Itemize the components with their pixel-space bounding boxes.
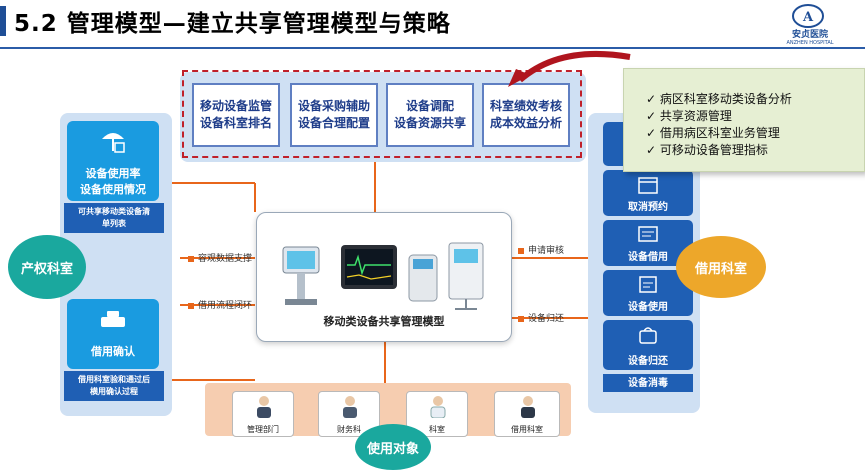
- person-card-management: 管理部门: [232, 391, 294, 437]
- logo-subtitle: ANZHEN HOSPITAL: [786, 40, 834, 46]
- connector-label-right1: 申请审核: [528, 246, 565, 256]
- callout-item: ✓ 共享资源管理: [646, 108, 792, 125]
- person-label: 科室: [429, 425, 445, 434]
- person-icon: [343, 396, 357, 418]
- shared-list-note: 可共享移动类设备清 单列表: [64, 203, 164, 233]
- equipment-use-label: 设备使用: [628, 302, 668, 313]
- person-label: 财务科: [337, 425, 361, 434]
- borrow-confirm-card: 借用确认: [67, 299, 159, 369]
- callout-item: ✓ 借用病区科室业务管理: [646, 125, 792, 142]
- confirm-process-note-line1: 借用科室验和通过后: [78, 375, 150, 384]
- person-label: 借用科室: [511, 425, 543, 434]
- nurse-icon: [521, 396, 535, 418]
- shared-list-note-line2: 单列表: [102, 219, 126, 228]
- shared-list-note-line1: 可共享移动类设备清: [78, 207, 150, 216]
- umbrella-icon: [102, 133, 125, 153]
- person-label: 管理部门: [247, 425, 279, 434]
- check-icon: ✓: [646, 143, 660, 157]
- usage-rate-card: 设备使用率 设备使用情况: [67, 121, 159, 201]
- center-model-box: 移动类设备共享管理模型: [256, 212, 512, 342]
- title-accent-bar: [0, 6, 6, 36]
- handshake-icon: [101, 311, 125, 327]
- clipboard-icon: [639, 276, 657, 293]
- users-circle: 使用对象: [355, 424, 431, 470]
- connector-marker-right1: [518, 248, 524, 254]
- confirm-process-note: 借用科室验和通过后 横用确认过程: [64, 371, 164, 401]
- page-title: 5.2 管理模型—建立共享管理模型与策略: [14, 11, 451, 37]
- callout-item-text: 病区科室移动类设备分析: [659, 92, 792, 106]
- usage-rate-line2: 设备使用情况: [80, 183, 146, 196]
- usage-rate-line1: 设备使用率: [85, 167, 141, 180]
- callout-item-text: 共享资源管理: [659, 109, 732, 123]
- equipment-borrow-label: 设备借用: [628, 252, 668, 263]
- property-dept-circle: 产权科室: [8, 235, 86, 299]
- center-model-label: 移动类设备共享管理模型: [323, 315, 445, 328]
- connector-label-left2: 借用流程闭环: [198, 301, 253, 311]
- callout-item-text: 借用病区科室业务管理: [659, 126, 780, 140]
- top-dashed-frame: [182, 70, 582, 158]
- check-icon: ✓: [646, 109, 660, 123]
- confirm-process-note-line2: 横用确认过程: [90, 387, 138, 396]
- connector-label-right2: 设备归还: [528, 314, 565, 324]
- doctor-icon: [430, 396, 446, 418]
- borrowing-dept-circle: 借用科室: [676, 236, 766, 298]
- connector-marker-right2: [518, 316, 524, 322]
- callout-list: ✓ 病区科室移动类设备分析 ✓ 共享资源管理 ✓ 借用病区科室业务管理 ✓ 可移…: [646, 91, 792, 159]
- connector-marker-left2: [188, 303, 194, 309]
- hospital-logo-icon: A: [790, 3, 826, 29]
- equipment-return-card: 设备归还: [603, 320, 693, 370]
- callout-item: ✓ 可移动设备管理指标: [646, 142, 792, 159]
- connector-label-left1: 容观数据支撑: [198, 254, 253, 264]
- cancel-reservation-card: 取消预约: [603, 170, 693, 216]
- cancel-reservation-label: 取消预约: [628, 202, 668, 213]
- top-box-2: 设备采购辅助 设备合理配置: [290, 83, 378, 147]
- return-box-icon: [639, 327, 657, 344]
- svg-text:A: A: [802, 10, 814, 25]
- person-icon: [257, 396, 271, 418]
- check-icon: ✓: [646, 126, 660, 140]
- borrow-confirm-label: 借用确认: [91, 345, 135, 358]
- person-card-borrowing-dept: 借用科室: [494, 391, 560, 437]
- connector-marker-left1: [188, 256, 194, 262]
- top-box-3-line2: 设备资源共享: [393, 116, 466, 130]
- top-box-3-line1: 设备调配: [405, 99, 454, 113]
- top-box-4-line1: 科室绩效考核: [489, 99, 562, 113]
- callout-item-text: 可移动设备管理指标: [659, 143, 768, 157]
- disinfection-label: 设备消毒: [603, 374, 693, 392]
- title-divider: [0, 47, 865, 49]
- callout-box: ✓ 病区科室移动类设备分析 ✓ 共享资源管理 ✓ 借用病区科室业务管理 ✓ 可移…: [623, 68, 865, 172]
- top-box-4: 科室绩效考核 成本效益分析: [482, 83, 570, 147]
- top-box-4-line2: 成本效益分析: [489, 116, 562, 130]
- top-box-2-line2: 设备合理配置: [297, 116, 370, 130]
- logo-name: 安贞医院: [791, 30, 828, 40]
- top-box-3: 设备调配 设备资源共享: [386, 83, 474, 147]
- top-box-1: 移动设备监管 设备科室排名: [192, 83, 280, 147]
- check-icon: ✓: [646, 92, 660, 106]
- curved-arrow-icon: [508, 50, 631, 87]
- medical-devices-image: [282, 242, 484, 310]
- top-box-1-line1: 移动设备监管: [199, 99, 272, 113]
- callout-item: ✓ 病区科室移动类设备分析: [646, 91, 792, 108]
- top-box-2-line1: 设备采购辅助: [297, 99, 370, 113]
- document-icon: [638, 226, 658, 242]
- equipment-return-label: 设备归还: [628, 356, 668, 367]
- calendar-cancel-icon: [638, 177, 658, 194]
- top-box-1-line2: 设备科室排名: [199, 116, 272, 130]
